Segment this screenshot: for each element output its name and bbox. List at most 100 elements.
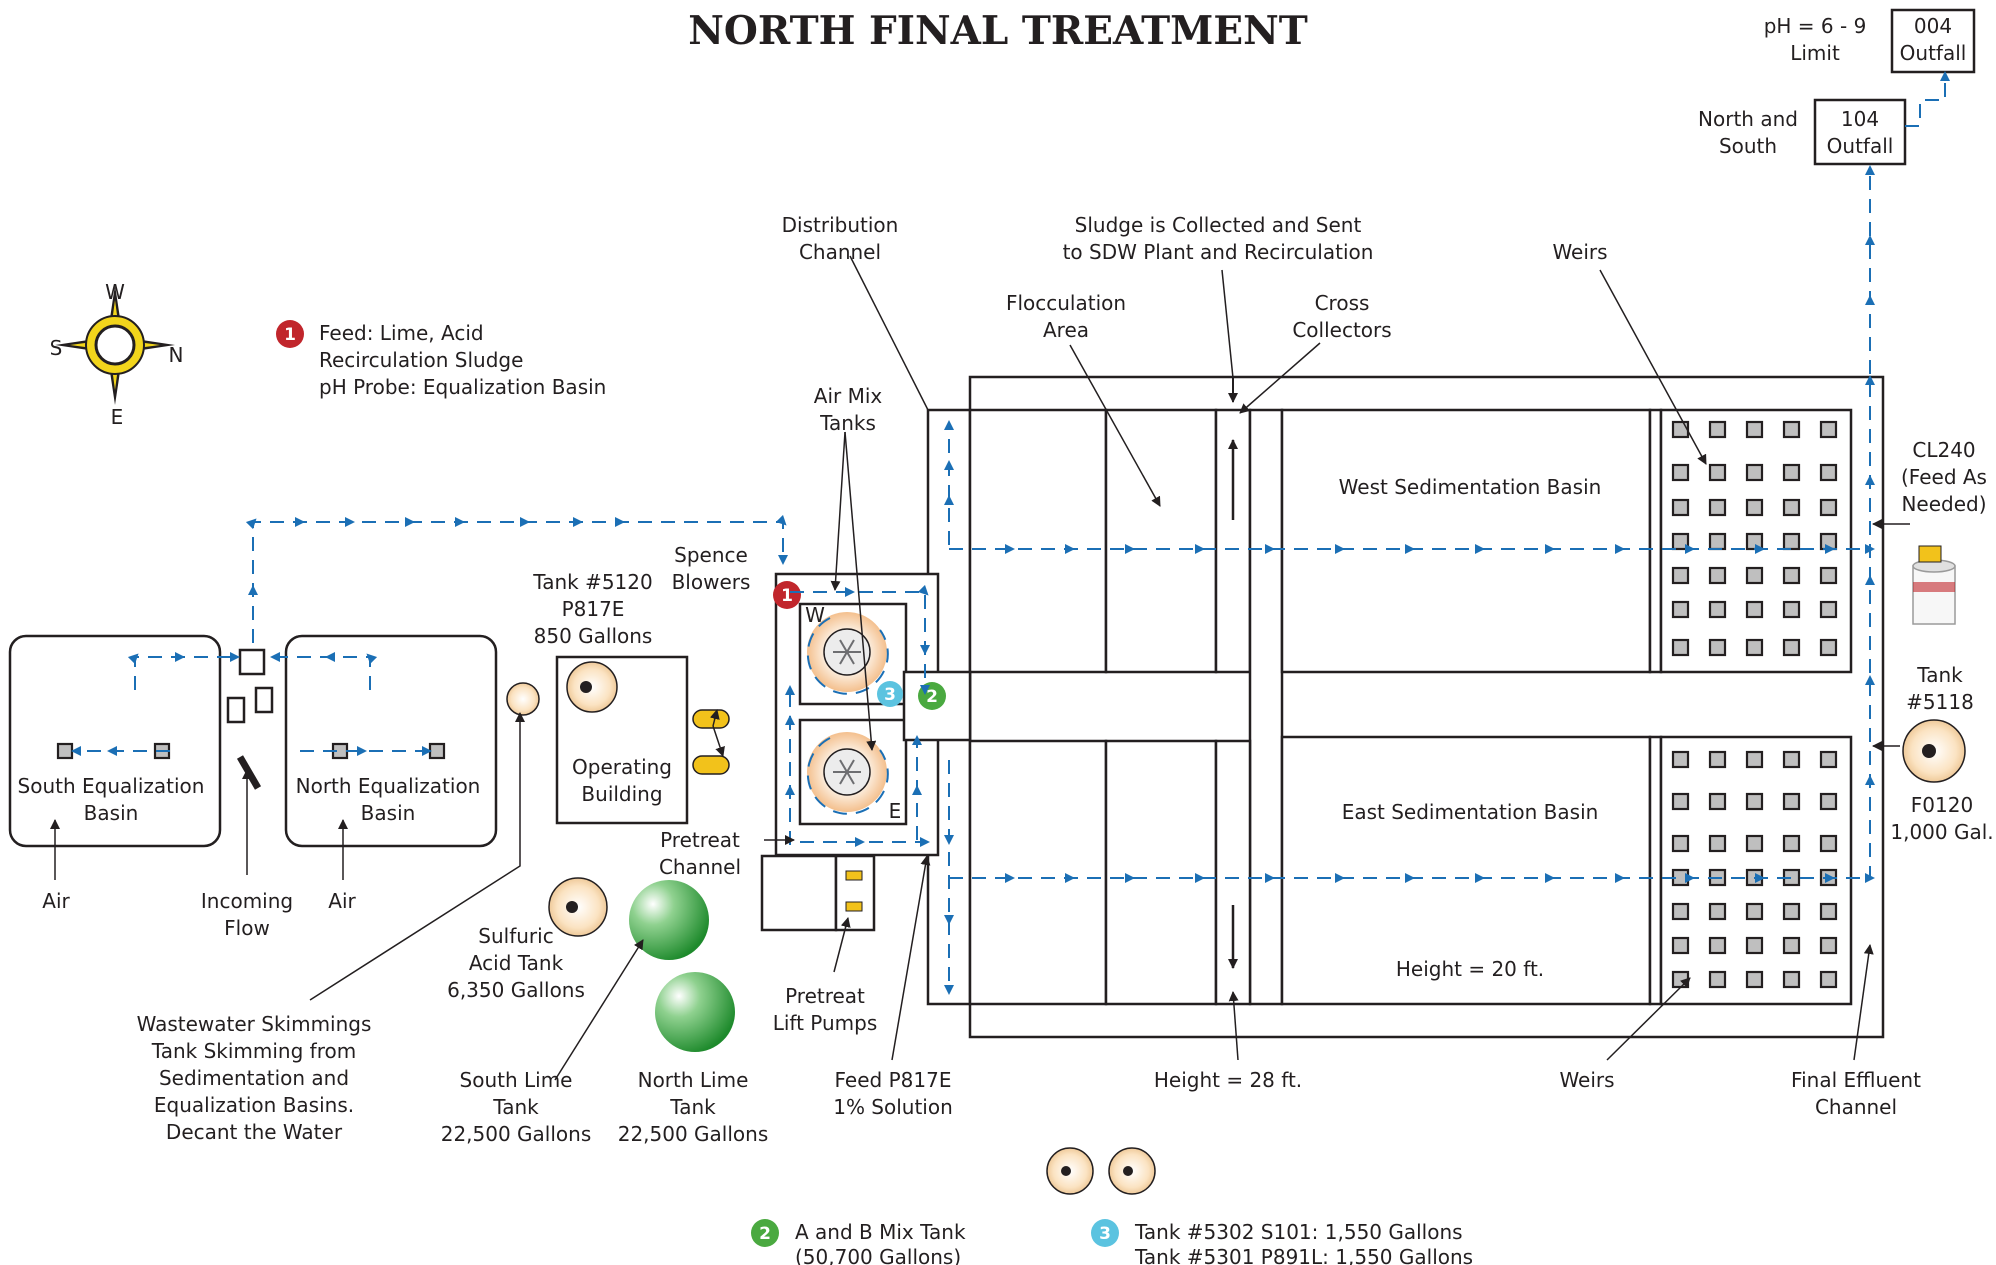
east-weir-wall: [1648, 735, 1663, 1006]
leader-spence-1: [709, 709, 720, 727]
air-left-label: Air: [42, 889, 70, 913]
leader-skimmings: [309, 712, 525, 1001]
ph-limit-value: pH = 6 - 9: [1764, 14, 1867, 38]
final-effluent-label-2: Channel: [1815, 1095, 1897, 1119]
flow-north-eq-in: [270, 652, 378, 690]
eq-valve-2: [254, 686, 274, 714]
tank-5118-label-2: #5118: [1906, 690, 1974, 714]
cross-collectors-label-2: Collectors: [1292, 318, 1391, 342]
incoming-label-1: Incoming: [201, 889, 293, 913]
pretreat-pumps-label-2: Lift Pumps: [773, 1011, 878, 1035]
incoming-pipe: [236, 755, 262, 790]
outfall-104-number: 104: [1841, 107, 1879, 131]
eq-aerator-4: [428, 742, 446, 760]
legend-3: 3 Tank #5302 S101: 1,550 Gallons Tank #5…: [1091, 1219, 1473, 1265]
weirs-top-label: Weirs: [1552, 240, 1607, 264]
legend-3-badge: 3: [1099, 1224, 1111, 1244]
mix-badge-1: 1: [781, 586, 793, 606]
tank-5118-label-1: Tank: [1916, 663, 1963, 687]
skimmings-label-3: Sedimentation and: [159, 1066, 349, 1090]
sulfuric-label-2: Acid Tank: [469, 951, 564, 975]
compass-n: N: [169, 343, 184, 367]
south-eq-label-2: Basin: [84, 801, 139, 825]
skimmings-label-5: Decant the Water: [166, 1120, 343, 1144]
height-28-label: Height = 28 ft.: [1154, 1068, 1302, 1092]
east-basin-label: East Sedimentation Basin: [1342, 800, 1599, 824]
feed-p817e-label-1: Feed P817E: [835, 1068, 952, 1092]
tank-5120-label-1: Tank #5120: [532, 570, 652, 594]
west-weir-wall: [1648, 408, 1663, 674]
south-eq-label-1: South Equalization: [18, 774, 205, 798]
distribution-label-1: Distribution: [782, 213, 899, 237]
flocculation-label-2: Area: [1043, 318, 1089, 342]
operating-label-2: Building: [581, 782, 662, 806]
north-eq-label-2: Basin: [361, 801, 416, 825]
sulfuric-label-1: Sulfuric: [478, 924, 553, 948]
flocculation-cell-east-2: [1104, 739, 1218, 1006]
air-right-label: Air: [328, 889, 356, 913]
flocculation-cell-west-1: [968, 408, 1108, 674]
north-eq-label-1: North Equalization: [296, 774, 481, 798]
north-lime-label-3: 22,500 Gallons: [618, 1122, 769, 1146]
eq-valve-1: [226, 696, 246, 724]
legend-3-line-2: Tank #5301 P891L: 1,550 Gallons: [1134, 1245, 1473, 1265]
feed-p817e-label-2: 1% Solution: [833, 1095, 953, 1119]
feed-line-3: pH Probe: Equalization Basin: [319, 375, 606, 399]
pretreat-pumps-box: [834, 854, 876, 932]
skimmings-label-1: Wastewater Skimmings: [137, 1012, 372, 1036]
leader-south-lime: [554, 939, 644, 1081]
weirs-bottom-label: Weirs: [1559, 1068, 1614, 1092]
f0120-label-2: 1,000 Gal.: [1890, 820, 1993, 844]
south-lime-label-3: 22,500 Gallons: [441, 1122, 592, 1146]
flow-104-to-004: [1905, 71, 1950, 127]
leader-air-mix-2: [844, 431, 877, 751]
east-sedimentation-basin: [1280, 735, 1652, 1006]
cross-collectors-label-1: Cross: [1315, 291, 1370, 315]
tank-5120-label-3: 850 Gallons: [534, 624, 653, 648]
spence-label-2: Blowers: [672, 570, 751, 594]
cl240-drum-icon: [1912, 545, 1956, 625]
swirl-e: [806, 737, 889, 815]
pretreat-channel-label-1: Pretreat: [660, 828, 740, 852]
outfall-104-label: Outfall: [1827, 134, 1894, 158]
incoming-flow-box: [238, 648, 266, 676]
distribution-label-2: Channel: [799, 240, 881, 264]
height-20-label: Height = 20 ft.: [1396, 957, 1544, 981]
mixer-e-icon: [807, 732, 887, 812]
leader-distribution: [849, 255, 929, 411]
spence-label-1: Spence: [674, 543, 748, 567]
flow-incoming-to-mix: [245, 514, 788, 643]
flocculation-cell-east-1: [968, 739, 1108, 1006]
west-basin-label: West Sedimentation Basin: [1339, 475, 1602, 499]
skimmings-tank-icon: [506, 682, 540, 716]
leader-final-effluent: [1853, 944, 1874, 1061]
leader-height-28: [1228, 991, 1239, 1061]
sludge-label-1: Sludge is Collected and Sent: [1075, 213, 1362, 237]
sludge-label-2: to SDW Plant and Recirculation: [1063, 240, 1374, 264]
feed-line-1: Feed: Lime, Acid: [319, 321, 484, 345]
pump-1-icon: [845, 870, 863, 881]
compass-w: W: [105, 280, 125, 304]
legend-2-line-1: A and B Mix Tank: [795, 1220, 966, 1244]
outfall-004-label: Outfall: [1900, 41, 1967, 65]
cl240-label-1: CL240: [1912, 438, 1975, 462]
legend-2-badge: 2: [759, 1224, 771, 1244]
flocculation-cell-west-2: [1104, 408, 1218, 674]
leader-sludge: [1221, 269, 1234, 379]
skimmings-label-2: Tank Skimming from: [151, 1039, 356, 1063]
leader-flocculation: [1069, 344, 1161, 507]
leader-weirs-top: [1599, 269, 1707, 465]
spence-blower-2-icon: [692, 755, 730, 775]
cl240-label-2: (Feed As: [1901, 465, 1987, 489]
tank-5120-label-2: P817E: [562, 597, 625, 621]
pump-2-icon: [845, 901, 863, 912]
leader-air-mix-1: [830, 431, 846, 591]
south-lime-label-1: South Lime: [460, 1068, 573, 1092]
weir-grid-west: [1671, 420, 1838, 657]
mix-badge-3: 3: [884, 685, 896, 705]
west-sedimentation-basin: [1280, 408, 1652, 674]
air-mix-label-1: Air Mix: [814, 384, 883, 408]
pretreat-pumps-label-1: Pretreat: [785, 984, 865, 1008]
badge-3-icon: [1091, 1219, 1119, 1247]
leader-feed-p817e: [891, 855, 931, 1061]
